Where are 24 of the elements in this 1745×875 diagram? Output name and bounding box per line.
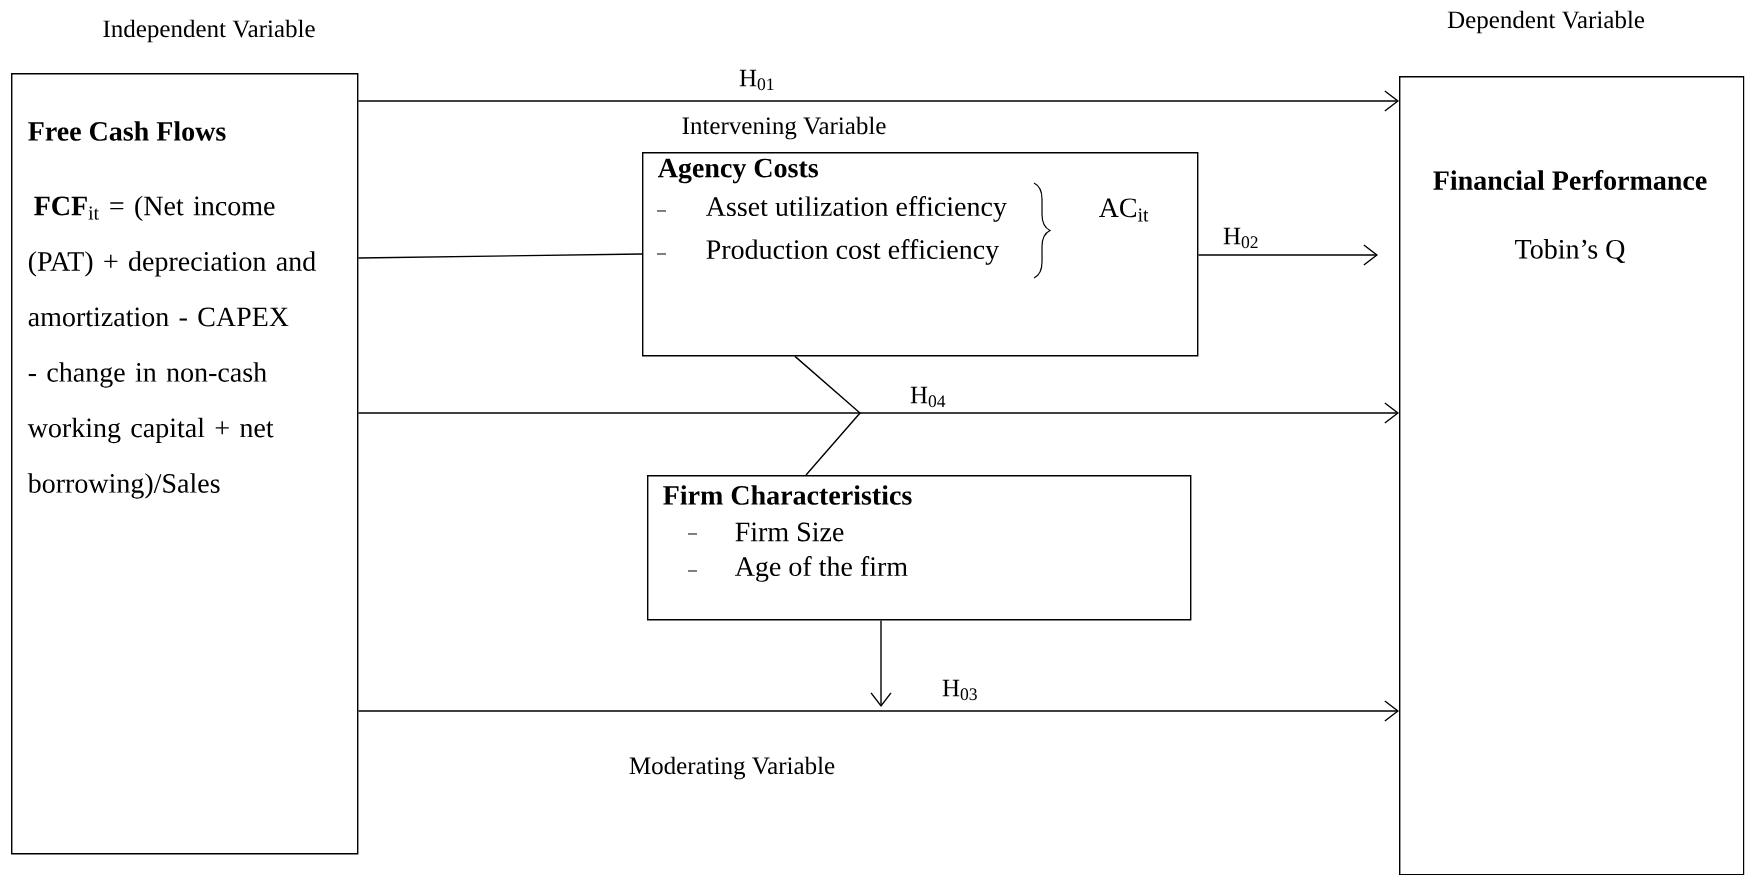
variable-heading: Independent Variable (103, 19, 315, 43)
arrow (357, 402, 1399, 424)
arrow (1197, 244, 1378, 266)
variable-box (11, 73, 359, 855)
box-text: AC$_{it}$ (1099, 198, 1149, 222)
arrow (870, 619, 892, 707)
box-text: Firm Characteristics (663, 485, 912, 505)
box-text: Production cost efficiency (706, 239, 1000, 265)
variable-heading: Intervening Variable (682, 116, 886, 140)
variable-box (647, 475, 1192, 621)
box-text: Firm Size (735, 522, 844, 542)
box-text: Agency Costs (658, 158, 818, 184)
variable-box (642, 152, 1199, 357)
box-text: Financial Performance (1433, 170, 1707, 190)
variable-heading: Dependent Variable (1447, 10, 1645, 34)
variable-heading: Moderating Variable (629, 756, 835, 780)
box-text: Tobin’s Q (1515, 239, 1625, 263)
box-text: FCF$_{it}$ = (Net income (PAT) + depreciation and amortization - CAPEX - change in non-cash working capital + net borrowing)/Sales (27, 195, 316, 499)
arrow (357, 90, 1399, 112)
arrow (357, 700, 1399, 722)
variable-box (1399, 76, 1745, 875)
box-text: Free Cash Flows (28, 121, 226, 141)
box-text: Age of the firm (735, 556, 908, 582)
box-text: Asset utilization efficiency (706, 196, 1007, 222)
